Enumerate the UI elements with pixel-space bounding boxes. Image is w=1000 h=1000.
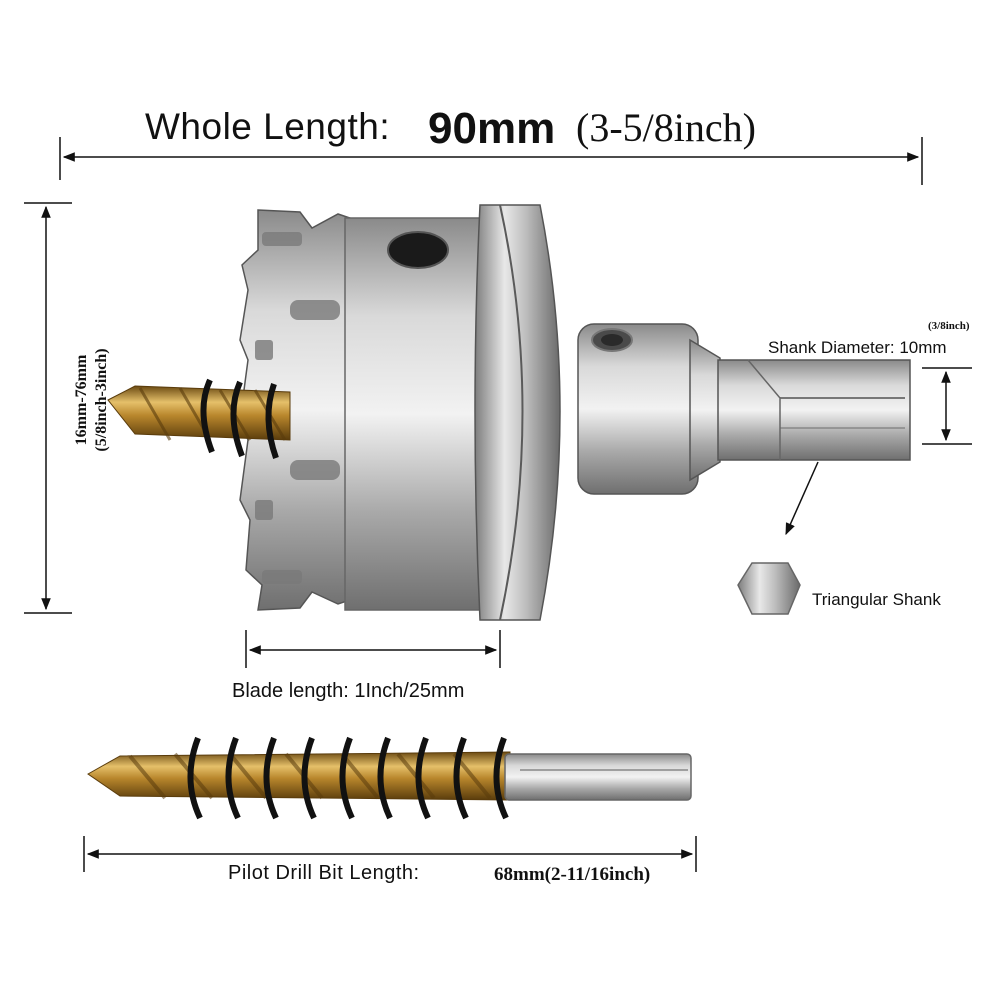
shank-inch-label: (3/8inch) [928, 320, 970, 332]
cut-range-label: 16mm-76mm (5/8inch-3inch) [72, 290, 112, 510]
pilot-drill-bit-icon [87, 736, 692, 820]
hole-saw-icon [107, 204, 911, 621]
shank-diameter-dimension [922, 367, 972, 445]
pointer-arrow [785, 461, 819, 536]
whole-length-mm: 90mm [428, 104, 556, 153]
whole-length-label: Whole Length: [145, 106, 391, 147]
whole-length-dimension [59, 137, 923, 185]
cut-range-dimension [24, 202, 72, 614]
spring-icon [200, 378, 279, 459]
cut-range-mm: 16mm-76mm [73, 354, 90, 446]
shank-diameter-label: Shank Diameter: 10mm [768, 338, 947, 357]
whole-length-inch: (3-5/8inch) [576, 105, 756, 150]
spring-icon [187, 736, 509, 820]
triangular-shank-label: Triangular Shank [812, 590, 941, 609]
pilot-length-value: 68mm(2-11/16inch) [494, 864, 651, 885]
blade-length-label: Blade length: 1Inch/25mm [232, 680, 465, 702]
pilot-length-label: Pilot Drill Bit Length: [228, 862, 420, 884]
blade-length-dimension [245, 630, 501, 668]
cut-range-inch: (5/8inch-3inch) [93, 348, 110, 452]
pilot-length-dimension [83, 836, 697, 872]
triangular-shank-icon [737, 562, 801, 615]
